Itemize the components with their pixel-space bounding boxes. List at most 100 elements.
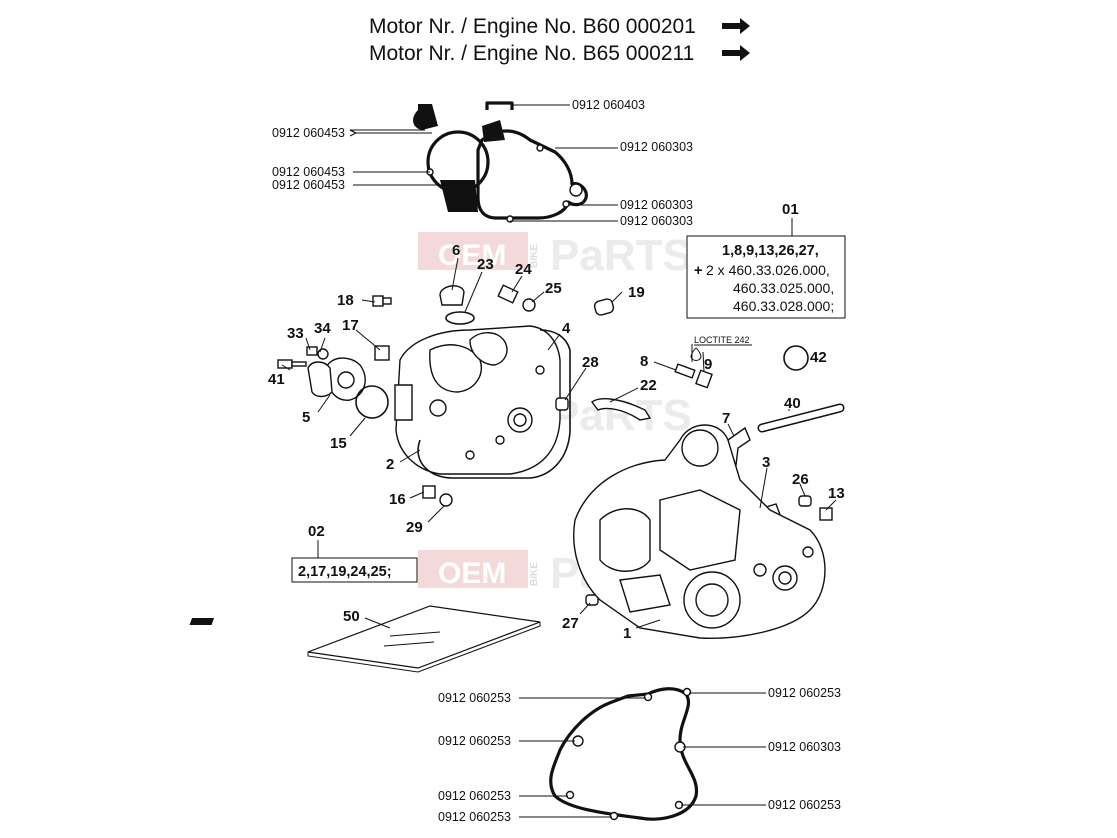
crankcase-cavity — [659, 489, 741, 571]
o-ring-15 — [355, 385, 389, 419]
part-number-3: 3 — [762, 454, 770, 471]
crankcase-hole — [753, 563, 767, 577]
set-01-number: 01 — [782, 201, 799, 218]
nut-33 — [306, 346, 318, 356]
part-number-23: 23 — [477, 256, 494, 273]
watermark-parts: PaRTS — [550, 231, 692, 280]
watermark-oem: OEM — [438, 239, 506, 272]
small-bracket-gasket — [485, 101, 514, 110]
watermark-parts: PaRTS — [550, 391, 692, 440]
part-label-0912-060303: 0912 060303 — [768, 740, 841, 754]
gasket-hole — [569, 183, 583, 197]
gasket-hole — [609, 811, 619, 821]
bottom-gasket: 0912 060253 0912 060253 0912 060253 0912… — [438, 686, 841, 824]
set-02-line-1: 2,17,19,24,25; — [298, 564, 392, 580]
part-label-0912-060253: 0912 060253 — [768, 686, 841, 700]
part-label-0912-060253: 0912 060253 — [768, 798, 841, 812]
part-number-40: 40 — [784, 395, 801, 412]
watermark-bike: BIKE — [529, 562, 540, 586]
bracket-22 — [591, 398, 652, 421]
nut-9 — [695, 369, 713, 389]
cover-port — [429, 399, 447, 417]
watermark-oem: OEM — [438, 557, 506, 590]
part-number-16: 16 — [389, 491, 406, 508]
part-number-34: 34 — [314, 320, 331, 337]
washer-29 — [439, 493, 453, 507]
pump-cover-center — [337, 371, 355, 389]
o-ring-23 — [445, 311, 475, 325]
part-number-4: 4 — [562, 320, 571, 337]
cover-boss — [469, 332, 508, 366]
part-label-0912-060453: 0912 060453 — [272, 126, 345, 140]
part-label-0912-060253: 0912 060253 — [438, 734, 511, 748]
hose-clamp-42 — [783, 345, 809, 371]
gasket-hole — [565, 790, 575, 800]
part-number-6: 6 — [452, 242, 460, 259]
part-number-18: 18 — [337, 292, 354, 309]
part-label-0912-060403: 0912 060403 — [572, 98, 645, 112]
crankcase-half — [573, 424, 826, 639]
clutch-cover-assembly — [394, 325, 571, 479]
part-number-22: 22 — [640, 377, 657, 394]
set-01-line-2: 2 x 460.33.026.000, — [706, 262, 830, 278]
ignition-cover-gasket — [549, 687, 699, 821]
washer-34 — [317, 348, 329, 360]
set-01-line-1: 1,8,9,13,26,27, — [722, 243, 819, 259]
gasket-hole — [643, 692, 653, 702]
crankcase-hole — [802, 546, 814, 558]
engine-number-line-2: Motor Nr. / Engine No. B65 000211 — [369, 42, 694, 65]
part-label-0912-060453: 0912 060453 — [272, 178, 345, 192]
small-gasket-tab — [413, 104, 438, 130]
bolt-41-shaft — [291, 361, 307, 367]
part-number-25: 25 — [545, 280, 562, 297]
bolt-18-head — [372, 295, 384, 307]
pump-elbow — [307, 361, 333, 398]
cover-boss — [429, 344, 482, 393]
crankcase-boss — [681, 429, 719, 467]
part-label-0912-060303: 0912 060303 — [620, 198, 693, 212]
part-number-7: 7 — [722, 410, 730, 427]
part-number-13: 13 — [828, 485, 845, 502]
set-02: 02 2,17,19,24,25; — [291, 523, 418, 583]
part-label-0912-060253: 0912 060253 — [438, 789, 511, 803]
plug-13 — [819, 507, 833, 521]
part-number-50: 50 — [343, 608, 360, 625]
loctite-drop-icon — [690, 347, 702, 361]
part-number-28: 28 — [582, 354, 599, 371]
part-number-19: 19 — [628, 284, 645, 301]
watermark-top: OEM BIKE PaRTS — [418, 231, 692, 280]
gasket-kit-50 — [189, 605, 541, 673]
top-gasket-set: 0912 060403 0912 060453 0912 060303 0912… — [272, 98, 693, 228]
part-number-9: 9 — [704, 356, 712, 373]
cover-hole — [495, 435, 505, 445]
cover-hole — [535, 365, 545, 375]
part-number-1: 1 — [623, 625, 631, 642]
set-01-plus: + — [694, 263, 702, 279]
crankcase-cavity — [619, 574, 671, 613]
bolt-18-shaft — [382, 297, 392, 305]
oil-filler-plug-6 — [439, 285, 465, 306]
part-number-8: 8 — [640, 353, 648, 370]
sleeve-19 — [593, 298, 615, 316]
set-01-line-3: 460.33.025.000, — [733, 280, 834, 296]
dowel-26 — [798, 495, 812, 507]
engine-number-line-1: Motor Nr. / Engine No. B60 000201 — [369, 15, 696, 38]
part-label-0912-060253: 0912 060253 — [438, 691, 511, 705]
black-gasket-tab — [482, 120, 505, 142]
part-number-2: 2 — [386, 456, 394, 473]
dowel-28 — [555, 397, 569, 411]
part-callouts: 6 23 24 25 19 18 17 33 34 4 41 28 22 5 1… — [268, 242, 845, 642]
crankshaft-bore-inner — [695, 583, 729, 617]
gasket-hole — [536, 144, 544, 152]
cover-port — [513, 413, 527, 427]
gasket-hole — [562, 200, 570, 208]
engine-number-header: Motor Nr. / Engine No. B60 000201 Motor … — [369, 15, 750, 65]
part-number-15: 15 — [330, 435, 347, 452]
black-gasket-piece — [440, 180, 478, 212]
clutch-cover-gasket — [476, 129, 588, 220]
loctite-label: LOCTITE 242 — [694, 335, 750, 345]
set-01-box — [686, 235, 846, 319]
part-label-0912-060253: 0912 060253 — [438, 810, 511, 824]
cover-spout — [394, 384, 413, 421]
